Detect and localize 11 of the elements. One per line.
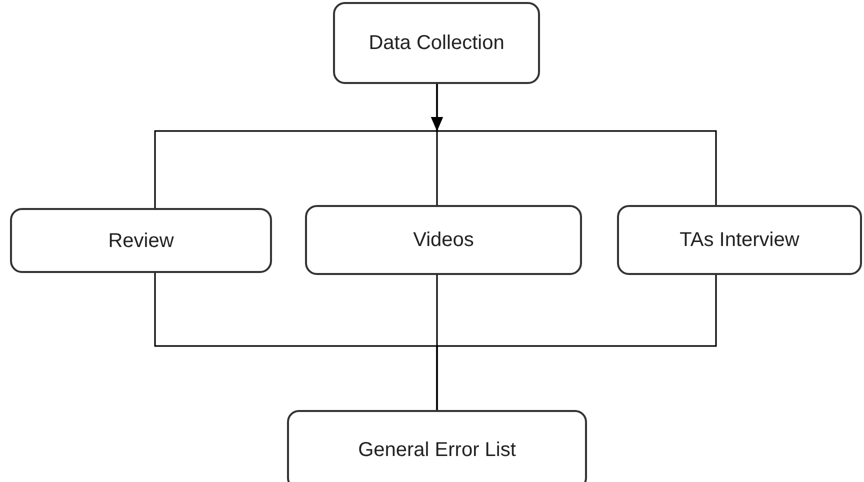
connector-arrow	[431, 84, 717, 205]
box-label: General Error List	[358, 438, 516, 463]
process-box	[305, 205, 582, 275]
process-box	[617, 205, 862, 275]
process-box	[10, 208, 272, 273]
box-label: TAs Interview	[680, 228, 800, 253]
box-label: Review	[108, 228, 174, 254]
box-label: Data Collection	[368, 31, 504, 56]
box-label: Videos	[413, 228, 474, 253]
process-box	[333, 2, 540, 84]
process-box	[287, 410, 587, 482]
